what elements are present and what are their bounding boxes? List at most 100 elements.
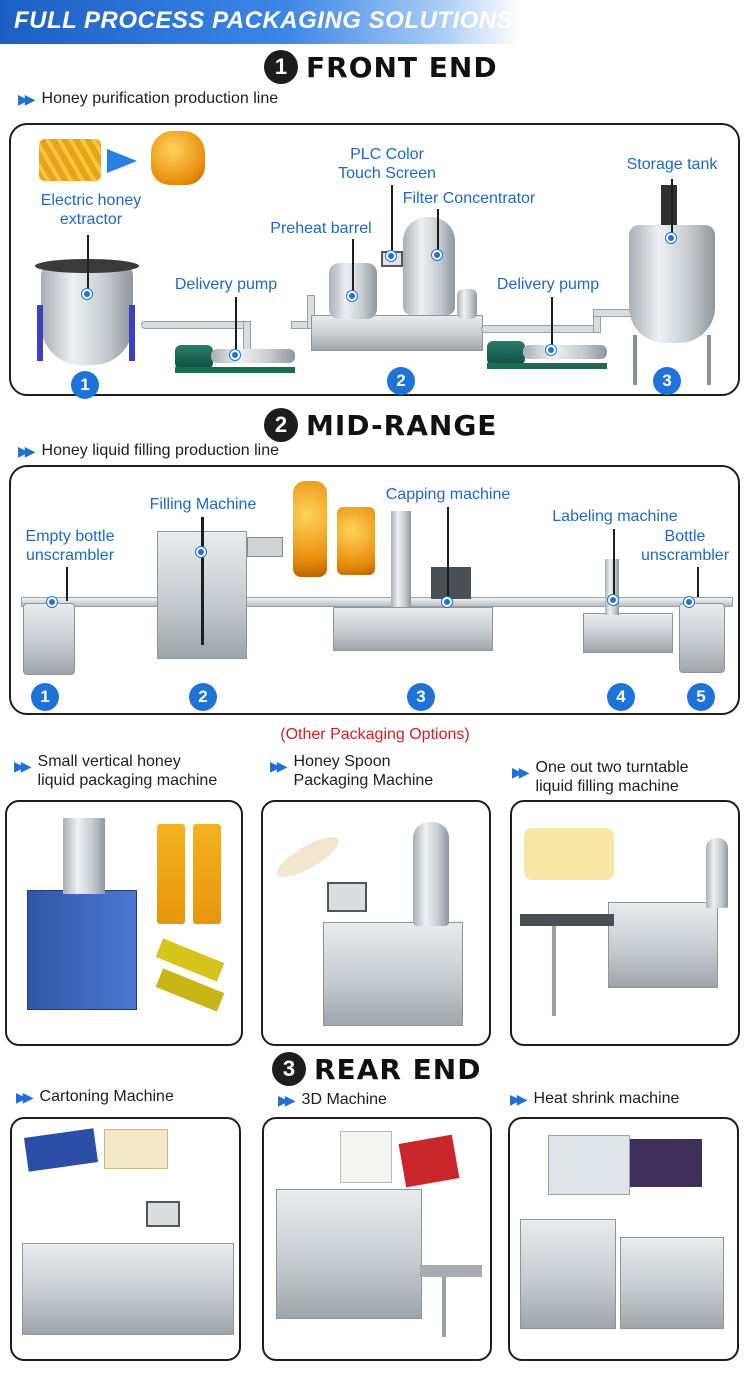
- empty-bottle-unscrambler-machine: [23, 603, 75, 675]
- l-sealer: [620, 1237, 724, 1329]
- capping-head-column: [391, 511, 411, 607]
- labeling-machine-base: [583, 613, 673, 653]
- page-title: FULL PROCESS PACKAGING SOLUTIONS: [14, 7, 514, 34]
- step-badge-4: 4: [607, 683, 635, 711]
- option-2-heading: ▶▶ Honey Spoon Packaging Machine: [270, 752, 433, 790]
- storage-tank-label: Storage tank: [626, 156, 718, 173]
- mid-range-panel: Empty bottle unscrambler Filling Machine…: [9, 465, 740, 715]
- pump-base: [487, 363, 607, 369]
- rear-card-3d: [262, 1117, 492, 1361]
- pointer-dot: [432, 250, 442, 260]
- pointer-dot: [666, 233, 676, 243]
- double-arrow-icon: ▶▶: [14, 758, 31, 774]
- 3d-overwrapping-machine: [276, 1189, 422, 1319]
- product-box-image: [104, 1129, 168, 1169]
- pointer-dot: [386, 251, 396, 261]
- pointer-line: [87, 235, 89, 291]
- honey-bottle-image: [293, 481, 327, 577]
- honey-sachet-image: [193, 824, 221, 924]
- step-badge-3: 3: [653, 367, 681, 395]
- step-badge-1: 1: [31, 683, 59, 711]
- bottle-unscrambler-machine: [679, 603, 725, 673]
- double-arrow-icon: ▶▶: [278, 1091, 295, 1108]
- pointer-line: [697, 567, 699, 597]
- step-badge-3: 3: [407, 683, 435, 711]
- header-banner: FULL PROCESS PACKAGING SOLUTIONS: [0, 0, 520, 44]
- option-label: Honey Spoon Packaging Machine: [293, 753, 434, 789]
- pointer-dot: [608, 595, 618, 605]
- step-badge-5: 5: [687, 683, 715, 711]
- pipe: [593, 309, 633, 317]
- extractor-label: Electric honey extractor: [40, 192, 142, 228]
- empty-unscrambler-label: Empty bottle unscrambler: [25, 528, 115, 564]
- option-label: Small vertical honey liquid packaging ma…: [37, 753, 218, 789]
- agitator-motor: [661, 185, 677, 229]
- section-title: MID-RANGE: [306, 408, 498, 442]
- honey-spoon-image: [272, 829, 344, 885]
- pipe: [481, 325, 601, 333]
- pointer-dot: [47, 597, 57, 607]
- option-card-turntable: [510, 800, 740, 1046]
- section-title: REAR END: [314, 1052, 482, 1086]
- condensate-tank: [457, 289, 477, 319]
- pointer-line: [437, 209, 439, 253]
- pointer-dot: [546, 345, 556, 355]
- pointer-line: [613, 529, 615, 597]
- pointer-line: [201, 517, 204, 645]
- step-badge-2: 2: [387, 367, 415, 395]
- rear-card-heat-shrink: [508, 1117, 739, 1361]
- pointer-dot: [230, 350, 240, 360]
- section-title: FRONT END: [306, 50, 498, 84]
- outfeed-conveyor: [420, 1265, 482, 1277]
- pointer-dot: [196, 547, 206, 557]
- front-end-heading: 1 FRONT END: [264, 50, 498, 84]
- honey-cup-image: [524, 828, 614, 880]
- pointer-line: [391, 185, 393, 251]
- double-arrow-icon: ▶▶: [270, 758, 287, 774]
- evaporator-platform: [311, 315, 483, 351]
- preheat-label: Preheat barrel: [270, 220, 372, 237]
- pump-body: [523, 345, 607, 359]
- front-end-subheading: ▶▶ Honey purification production line: [18, 90, 278, 108]
- rear-3-heading: ▶▶ Heat shrink machine: [510, 1090, 679, 1108]
- capping-head: [431, 567, 471, 599]
- product-box-image: [630, 1139, 702, 1187]
- bottle-unscrambler-label: Bottle unscrambler: [640, 528, 730, 564]
- labeling-machine-label: Labeling machine: [552, 508, 678, 525]
- shrink-wrapped-product-image: [548, 1135, 630, 1195]
- delivery-pump-1-label: Delivery pump: [174, 276, 278, 293]
- cartoning-machine: [22, 1243, 234, 1335]
- capping-machine-base: [333, 607, 493, 651]
- pointer-line: [235, 297, 237, 349]
- pump-motor: [487, 341, 525, 365]
- machine-top: [63, 818, 105, 894]
- rear-label: Heat shrink machine: [533, 1090, 680, 1107]
- pointer-dot: [347, 291, 357, 301]
- spoon-packaging-machine: [323, 922, 463, 1026]
- pointer-line: [352, 239, 354, 295]
- tank-leg: [707, 335, 711, 385]
- right-arrow-icon: [107, 149, 137, 173]
- section-number-badge: 2: [264, 408, 298, 442]
- conveyor-leg: [442, 1277, 446, 1337]
- capping-machine-label: Capping machine: [385, 486, 511, 503]
- option-3-heading: ▶▶ One out two turntable liquid filling …: [512, 758, 689, 796]
- control-screen: [146, 1201, 180, 1227]
- step-badge-2: 2: [189, 683, 217, 711]
- extractor-leg: [37, 305, 43, 361]
- double-arrow-icon: ▶▶: [16, 1088, 33, 1105]
- pointer-line: [66, 567, 68, 601]
- front-end-panel: Electric honey extractor Delivery pump P…: [9, 123, 740, 399]
- step-badge-1: 1: [71, 371, 99, 399]
- conveyor-leg: [552, 926, 556, 1016]
- rear-end-heading: 3 REAR END: [272, 1052, 481, 1086]
- subheading-text: Honey liquid filling production line: [41, 442, 280, 459]
- product-box-image: [398, 1134, 460, 1188]
- honey-sachet-image: [157, 824, 185, 924]
- subheading-text: Honey purification production line: [41, 90, 279, 107]
- honey-jar-image: [151, 131, 205, 185]
- double-arrow-icon: ▶▶: [18, 90, 35, 107]
- pointer-dot: [442, 597, 452, 607]
- option-label: One out two turntable liquid filling mac…: [535, 759, 689, 795]
- control-screen: [327, 882, 367, 912]
